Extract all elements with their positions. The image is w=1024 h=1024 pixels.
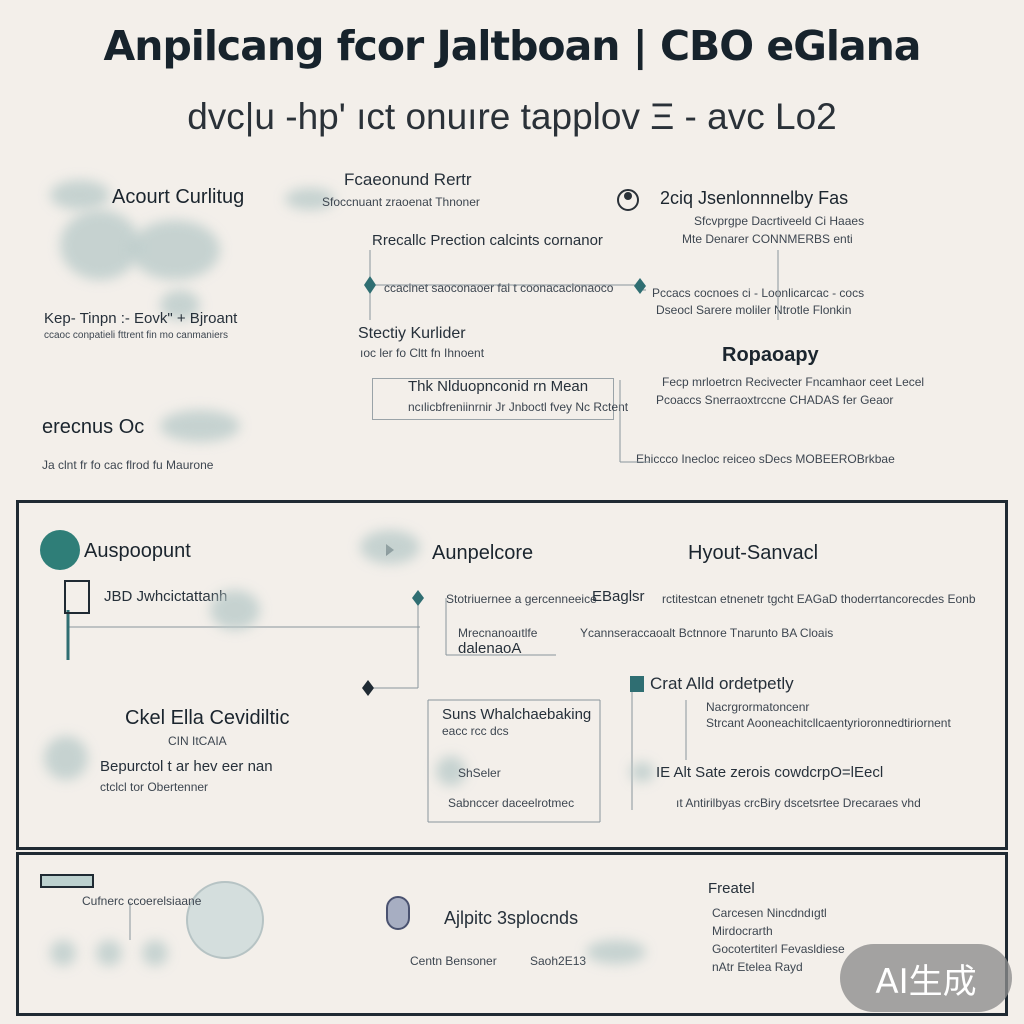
ai-generated-badge: AI生成 [840, 944, 1012, 1012]
section-heading: Aunpelcore [432, 542, 534, 564]
middle-center-box-label: Suns Whalchaebaking [442, 706, 592, 723]
middle-right-inline: EBaglsr [592, 588, 645, 605]
middle-center-box-small: eacc rcc dcs [442, 724, 509, 738]
section-heading: 2ciq Jsenlonnnelby Fas [660, 188, 849, 208]
middle-right-item-1-small-2: Strcant Aooneachitcllcaentyrioronnedtiri… [706, 716, 951, 730]
bottom-center-title: Ajlpitc 3splocnds [444, 908, 579, 928]
center-sub-small: ıoc ler fo Cltt fn Ihnoent [360, 346, 485, 360]
right-line-5: Ehiccco Inecloc reiceo sDecs MOBEEROBrkb… [636, 452, 895, 466]
bar-icon [40, 874, 94, 888]
right-row-1: Pccacs cocnoes ci - Loonlicarcac - cocs [652, 286, 865, 300]
middle-right-item-1-small: Nacrgrormatoncenr [706, 700, 810, 714]
page-subtitle: dvc|u -hp' ıct onuıre tapplov Ξ - avc Lo… [187, 96, 837, 137]
center-row-1: Rrecallc Prection calcints cornanor [372, 232, 603, 249]
diamond-marker [412, 590, 424, 606]
right-row-2: Dseocl Sarere moliler Ntrotle Flonkin [656, 303, 852, 317]
document-icon [64, 580, 90, 614]
middle-left-name-small: CIN ItCAIA [168, 734, 227, 748]
center-box-label: Thk Nlduopnconid rn Mean [408, 378, 589, 395]
section-heading: Acourt Curlitug [112, 186, 245, 208]
middle-left-note: Bepurctol t ar hev eer nan [100, 758, 273, 775]
middle-center-row-3-small: Sabnccer daceelrotmec [448, 796, 575, 810]
middle-right-line-1: rctitestcan etnenetr tgcht EAGaD thoderr… [662, 592, 976, 606]
top-left-label: Kep- Tinpn :- Eovk" + Bjroant [44, 310, 238, 327]
middle-center-line-2: Mrecnanoaıtlfe [458, 626, 538, 640]
middle-center-line-3: dalenaoA [458, 640, 522, 657]
bottom-left-label: Cufnerc ccoerelsiaane [82, 894, 202, 908]
user-icon [617, 189, 639, 211]
globe-icon [186, 881, 264, 959]
bottom-panel [16, 852, 1008, 1016]
top-left-label-small: ccaoc conpatieli fttrent fin mo canmanie… [44, 330, 228, 341]
middle-center-row-3: ShSeler [458, 766, 501, 780]
list-item: Mirdocrarth [712, 924, 773, 938]
diamond-marker [364, 276, 376, 294]
middle-left-item: JBD Jwhcictattanh [104, 588, 228, 605]
right-line-1: Sfcvprgpe Dacrtiveeld Ci Haaes [694, 214, 865, 228]
middle-center-line-1: Stotriuernee a gercenneeice [446, 592, 597, 606]
diamond-marker [362, 680, 374, 696]
middle-right-item-1: Crat Alld ordetpetly [650, 674, 794, 693]
capsule-icon [386, 896, 410, 930]
middle-left-name: Ckel Ella Cevidiltic [125, 707, 290, 729]
bottom-right-title: Freatel [708, 880, 755, 897]
right-heading-2: Ropaoapy [722, 344, 819, 366]
section-heading-small: Sfoccnuant zraoenat Thnoner [322, 195, 480, 209]
section-heading: Hyout-Sanvacl [688, 542, 819, 564]
right-line-4: Pcoaccs Snerraoxtrccne CHADAS fer Geaor [656, 393, 894, 407]
list-item: Carcesen Nincdndıgtl [712, 906, 827, 920]
flag-icon [630, 676, 644, 692]
right-line-3: Fecp mrloetrcn Recivecter Fncamhaor ceet… [662, 375, 925, 389]
list-item: nAtr Etelea Rayd [712, 960, 803, 974]
middle-right-item-2: IE Alt Sate zerois cowdcrpO=lEecl [656, 764, 884, 781]
center-sub-heading: Stectiy Kurlider [358, 325, 466, 342]
page-title: Anpilcang fcor Jaltboan | CBO eGlana [103, 22, 922, 70]
bottom-center-small-2: Saoh2E13 [530, 954, 587, 968]
list-item: Gocotertiterl Fevasldiese [712, 942, 845, 956]
diamond-marker [634, 278, 646, 294]
middle-right-line-2: Ycannseraccaoalt Bctnnore Tnarunto BA Cl… [580, 626, 834, 640]
section-heading: Auspoopunt [84, 540, 191, 562]
middle-right-item-2-small: ıt Antirilbyas crcBiry dscetsrtee Drecar… [676, 796, 921, 810]
center-box-small: ncılicbfreniinrnir Jr Jnboctl fvey Nc Rc… [408, 400, 629, 414]
middle-left-note-small: ctclcl tor Obertenner [100, 780, 209, 794]
leaf-icon [40, 530, 80, 570]
top-left-footer: erecnus Oc [42, 416, 145, 438]
center-box [372, 378, 614, 420]
bottom-center-small: Centn Bensoner [410, 954, 497, 968]
right-line-2: Mte Denarer CONNMERBS enti [682, 232, 853, 246]
top-left-footer-small: Ja clnt fr fo cac flrod fu Maurone [42, 458, 214, 472]
middle-panel [16, 500, 1008, 850]
section-heading: Fcaeonund Rertr [344, 170, 472, 189]
